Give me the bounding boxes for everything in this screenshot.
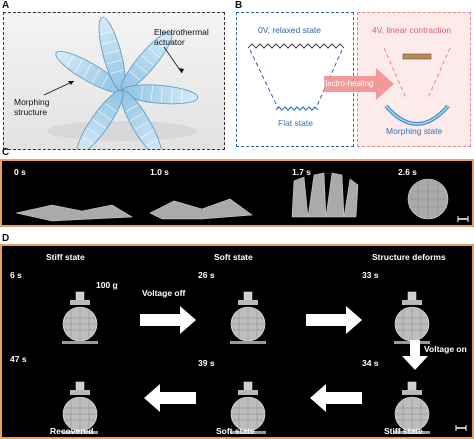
- label-structure: Morphing structure: [14, 97, 49, 117]
- label-weight: 100 g: [96, 280, 118, 290]
- panel-c-letter: C: [2, 147, 10, 158]
- panel-b-letter: B: [235, 0, 243, 11]
- panel-c-time-3: 2.6 s: [398, 167, 417, 177]
- morphing-structure-illustration: [43, 17, 199, 149]
- panel-a-letter: A: [2, 0, 10, 11]
- panel-c: 0 s 1.0 s 1.7 s 2.6 s: [0, 159, 474, 227]
- panel-a: Electrothermal actuator Morphing structu…: [3, 12, 225, 150]
- panel-d-time-5: 47 s: [10, 354, 27, 364]
- label-actuator-line2: actuator: [154, 37, 185, 47]
- panel-d-time-2: 33 s: [362, 270, 379, 280]
- panel-d: Stiff state Soft state Structure deforms…: [0, 244, 474, 439]
- panel-d-time-3: 34 s: [362, 358, 379, 368]
- label-stiff-state-bottom: Stiff state: [384, 426, 423, 436]
- label-structure-line2: structure: [14, 107, 48, 117]
- panel-d-frames: [61, 291, 467, 435]
- label-soft-state: Soft state: [214, 252, 253, 262]
- panel-c-frames: [15, 172, 469, 222]
- panel-c-time-0: 0 s: [14, 167, 26, 177]
- label-relaxed: 0V, relaxed state: [258, 25, 322, 35]
- panel-d-time-4: 39 s: [198, 358, 215, 368]
- label-actuator-line1: Electrothermal: [154, 27, 209, 37]
- label-morphing: Morphing state: [386, 126, 443, 136]
- panel-d-letter: D: [2, 233, 10, 244]
- label-soft-state-bottom: Soft state: [216, 426, 255, 436]
- panel-c-time-1: 1.0 s: [150, 167, 169, 177]
- label-structure-deforms: Structure deforms: [372, 252, 446, 262]
- panel-c-time-2: 1.7 s: [292, 167, 311, 177]
- label-actuator: Electrothermal actuator: [154, 27, 209, 47]
- label-recovered: Recovered: [50, 426, 94, 436]
- label-voltage-off: Voltage off: [142, 288, 186, 298]
- panel-d-time-1: 26 s: [198, 270, 215, 280]
- label-stiff-state: Stiff state: [46, 252, 85, 262]
- label-voltage-on: Voltage on: [424, 344, 467, 354]
- panel-b-schematic: [247, 43, 451, 126]
- label-flat: Flat state: [278, 118, 313, 128]
- label-healing: Electro-healing: [320, 79, 374, 88]
- panel-d-time-0: 6 s: [10, 270, 22, 280]
- label-contraction: 4V, linear contraction: [372, 25, 452, 35]
- label-structure-line1: Morphing: [14, 97, 50, 107]
